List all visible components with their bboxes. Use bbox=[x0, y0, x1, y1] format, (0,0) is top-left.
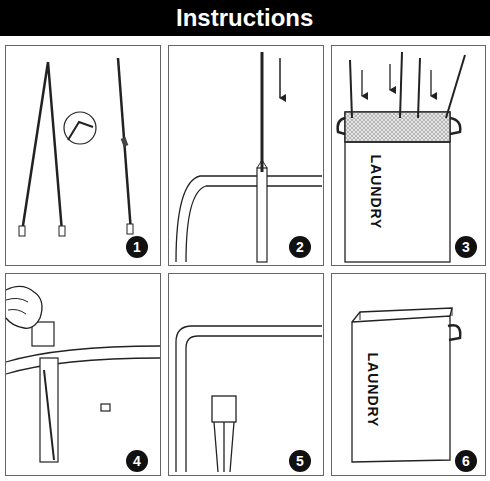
callout-number: 4 bbox=[126, 450, 148, 472]
tab-secured bbox=[176, 326, 322, 472]
callout-number: 1 bbox=[126, 236, 148, 258]
callout-number: 6 bbox=[455, 450, 477, 472]
title-text: Instructions bbox=[176, 4, 313, 32]
finished-basket bbox=[352, 308, 460, 462]
callout-number: 2 bbox=[289, 236, 311, 258]
pole-into-sleeve bbox=[176, 52, 322, 262]
title-bar bbox=[0, 0, 490, 36]
callout-number: 3 bbox=[455, 236, 477, 258]
hand-pressing-tab bbox=[6, 286, 160, 462]
panel-frames bbox=[6, 46, 486, 476]
folded-poles bbox=[19, 58, 133, 236]
basket-print: LAUNDRY bbox=[365, 353, 381, 428]
basket-print: LAUNDRY bbox=[368, 155, 384, 230]
basket-with-poles bbox=[338, 52, 465, 262]
callout-number: 5 bbox=[289, 450, 311, 472]
